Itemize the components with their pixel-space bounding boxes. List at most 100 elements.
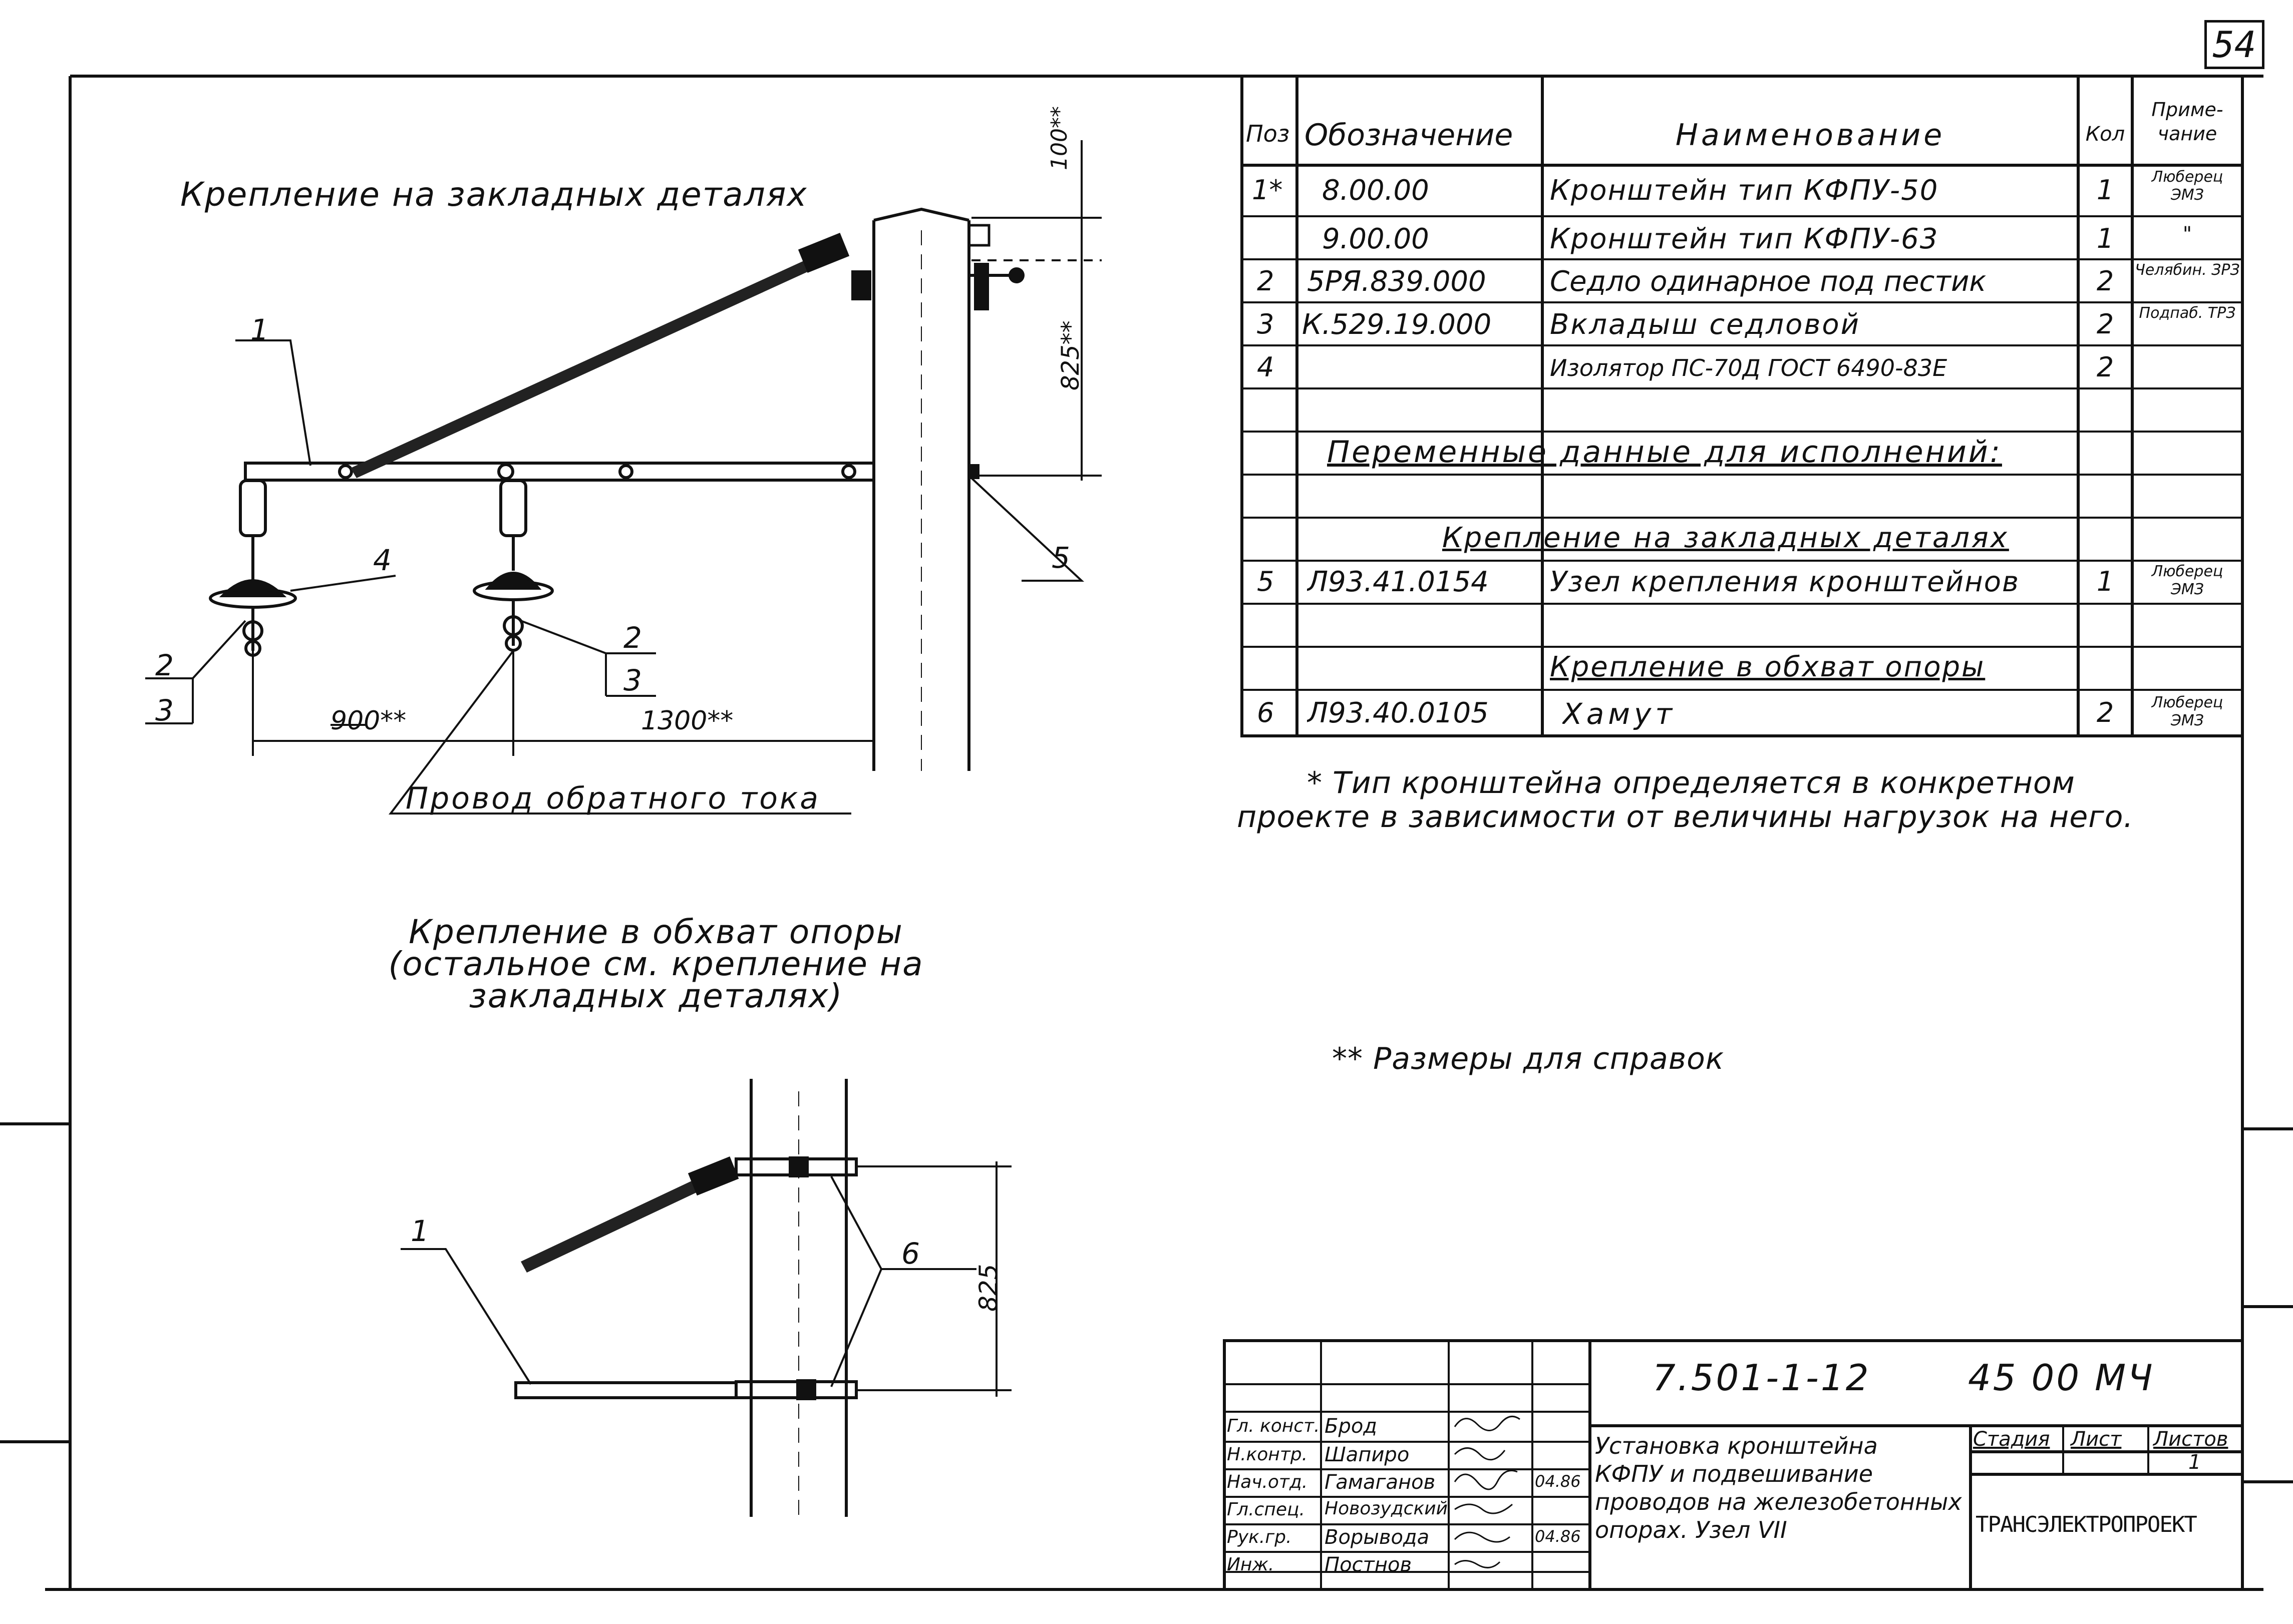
view-title-clamp: Крепление в обхват опоры (остальное см. …: [310, 913, 1002, 1015]
spec-row-3-qty: 2: [2096, 265, 2114, 297]
spec-row-pos5-code: Л93.41.0154: [1307, 566, 1489, 598]
view-title-clamp-line-2: (остальное см. крепление на: [388, 945, 924, 983]
description-line-3: проводов на железобетонных: [1595, 1488, 1962, 1515]
role-dept-head: Нач.отд.: [1227, 1472, 1308, 1492]
spec-row-3-name: Седло одинарное под пестик: [1550, 265, 1987, 298]
spec-row-1-code: 8.00.00: [1322, 174, 1429, 207]
pole-bottom: [750, 1079, 848, 1517]
spec-row-3-pos: 2: [1257, 265, 1274, 297]
spec-row-3-code: 5РЯ.839.000: [1307, 265, 1486, 298]
title-block-grid: [1223, 1339, 2244, 1591]
bracket-brace: [351, 224, 1025, 478]
spec-section-embedded: Крепление на закладных деталях: [1442, 522, 2009, 554]
date-group-lead: 04.86: [1535, 1527, 1581, 1546]
insulator-string-left: [209, 479, 297, 657]
footnote-reference: ** Размеры для справок: [1332, 1041, 1725, 1076]
spec-header-name: Наименование: [1675, 118, 1945, 153]
stage-header: Стадия: [1973, 1428, 2050, 1451]
dimension-lines-top: [252, 140, 1102, 756]
dim-825-clamp: 825: [974, 1264, 1003, 1312]
doc-suffix: 45 00 МЧ: [1968, 1357, 2155, 1399]
callout-2-right: 2: [623, 621, 642, 655]
leader-lines-top: [145, 339, 1085, 815]
spec-header-note: Приме-чание: [2151, 99, 2223, 145]
view-title-clamp-line-3: закладных деталях): [469, 977, 843, 1015]
spec-row-pos6-name: Хамут: [1562, 697, 1677, 731]
margin-marks: [0, 1122, 2293, 1483]
pole-top: [872, 207, 970, 771]
role-engineer: Инж.: [1227, 1554, 1274, 1575]
dim-825-top: 825**: [1057, 320, 1085, 390]
spec-table-grid: [1240, 75, 2244, 737]
spec-row-2-name: Кронштейн тип КФПУ-63: [1550, 223, 1939, 255]
spec-section-clamp: Крепление в обхват опоры: [1550, 651, 1986, 683]
title-block-lines: [1224, 1341, 2149, 1589]
bracket-arm: [244, 462, 979, 482]
spec-row-2-code: 9.00.00: [1322, 223, 1429, 255]
callout-6: 6: [901, 1237, 920, 1271]
callout-5: 5: [1052, 541, 1070, 575]
spec-row-pos5-note: Люберец ЭМЗ: [2151, 563, 2223, 598]
name-chief-specialist: Новозудский: [1325, 1498, 1448, 1519]
description-line-1: Установка кронштейна: [1595, 1432, 1878, 1459]
sheets-value: 1: [2188, 1451, 2201, 1474]
role-norm-control: Н.контр.: [1227, 1444, 1308, 1465]
spec-row-4-qty: 2: [2096, 308, 2114, 340]
spec-row-2-note: ": [2182, 223, 2192, 246]
role-group-lead: Рук.гр.: [1227, 1527, 1292, 1547]
sheets-header: Листов: [2153, 1428, 2228, 1451]
organization-name: ТРАНСЭЛЕКТРОПРОЕКТ: [1976, 1512, 2197, 1537]
spec-row-4-code: К.529.19.000: [1302, 308, 1492, 341]
description-line-4: опорах. Узел VII: [1595, 1516, 1787, 1543]
callout-3-left: 3: [155, 693, 174, 727]
name-engineer: Постнов: [1325, 1553, 1412, 1576]
spec-row-pos6-code: Л93.40.0105: [1307, 697, 1489, 729]
drawing-description: Установка кронштейна КФПУ и подвешивание…: [1595, 1432, 1962, 1544]
callout-3-right: 3: [623, 663, 642, 697]
wire-label: Провод обратного тока: [406, 781, 820, 816]
sheet-header: Лист: [2071, 1428, 2122, 1451]
spec-row-2-qty: 1: [2096, 223, 2114, 254]
spec-header-qty: Кол: [2085, 123, 2125, 146]
dimension-lines-bottom: [401, 1161, 1012, 1397]
spec-row-pos5-name: Узел крепления кронштейнов: [1550, 566, 2020, 598]
spec-row-5-qty: 2: [2096, 351, 2114, 383]
description-line-2: КФПУ и подвешивание: [1595, 1460, 1873, 1487]
bracket-lower: [514, 1156, 739, 1399]
spec-row-5-pos: 4: [1257, 351, 1274, 383]
view-title-clamp-line-1: Крепление в обхват опоры: [409, 913, 903, 951]
date-dept-head: 04.86: [1535, 1472, 1581, 1491]
dim-100: 100**: [1047, 106, 1072, 170]
spec-row-pos6-note: Люберец ЭМЗ: [2151, 694, 2223, 729]
spec-row-1-qty: 1: [2096, 174, 2114, 206]
spec-row-3-note: Челябин. ЗРЗ: [2135, 261, 2240, 279]
spec-row-pos5-pos: 5: [1257, 566, 1274, 597]
spec-row-pos6-qty: 2: [2096, 697, 2114, 728]
sheet-number: 54: [2204, 20, 2264, 69]
spec-row-5-name: Изолятор ПС-70Д ГОСТ 6490-83Е: [1550, 354, 1947, 381]
name-chief-designer: Брод: [1325, 1415, 1377, 1438]
spec-row-4-name: Вкладыш седловой: [1550, 308, 1861, 341]
callout-4: 4: [373, 543, 392, 577]
dim-900: 900**: [331, 706, 407, 736]
name-dept-head: Гамаганов: [1325, 1471, 1436, 1494]
spec-header-code: Обозначение: [1304, 118, 1513, 153]
callout-1-clamp: 1: [411, 1214, 429, 1248]
callout-1: 1: [250, 313, 269, 347]
footnote-type-line-2: проекте в зависимости от величины нагруз…: [1237, 799, 2134, 835]
spec-row-1-name: Кронштейн тип КФПУ-50: [1550, 174, 1939, 207]
signature-scribbles: [1454, 1415, 1520, 1568]
footnote-type: * Тип кронштейна определяется в конкретн…: [1237, 766, 2134, 834]
spec-row-pos6-pos: 6: [1257, 697, 1274, 728]
dim-1300: 1300**: [641, 706, 734, 736]
spec-row-pos5-qty: 1: [2096, 566, 2114, 597]
clamps: [735, 1156, 858, 1400]
spec-row-1-pos: 1*: [1252, 174, 1283, 206]
name-group-lead: Ворывода: [1325, 1526, 1430, 1549]
view-title-embedded: Крепление на закладных деталях: [180, 175, 808, 214]
spec-row-4-pos: 3: [1257, 308, 1274, 340]
name-norm-control: Шапиро: [1325, 1443, 1410, 1466]
footnote-type-line-1: * Тип кронштейна определяется в конкретн…: [1307, 765, 2075, 800]
role-chief-specialist: Гл.спец.: [1227, 1499, 1305, 1520]
